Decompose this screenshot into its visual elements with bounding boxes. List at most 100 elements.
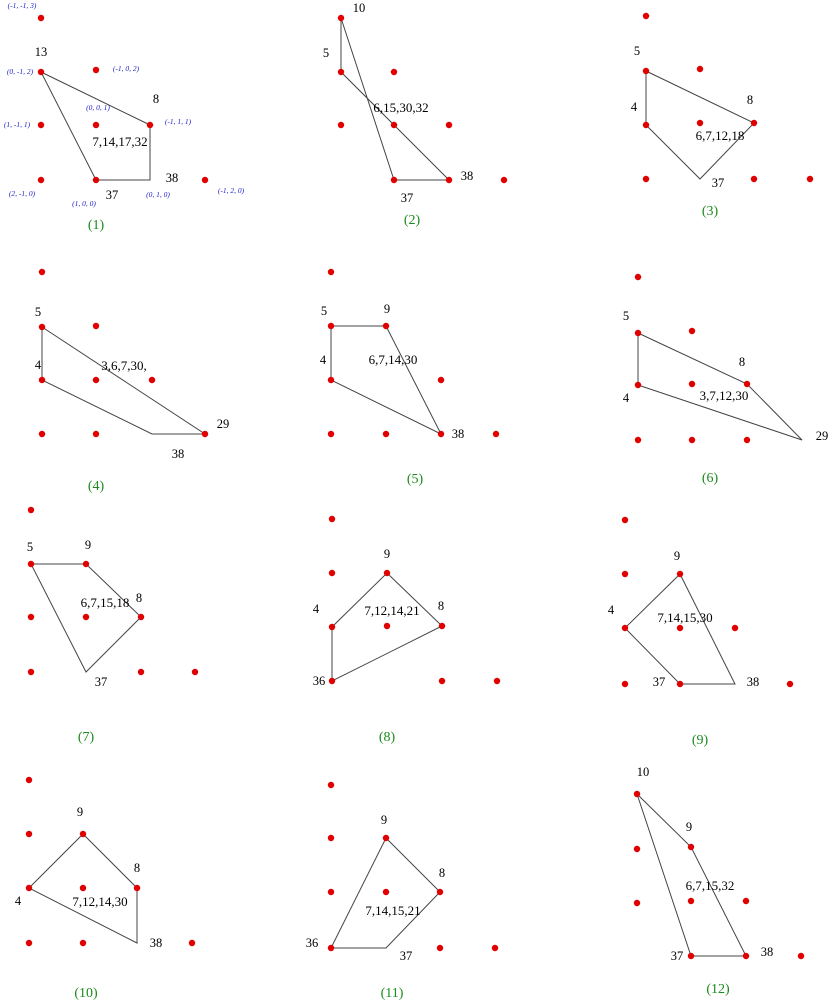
vertex-label: 4	[313, 602, 320, 616]
vertex-label: 8	[439, 866, 445, 880]
lattice-dot	[92, 430, 100, 438]
lattice-dot	[688, 436, 696, 444]
lattice-dot	[27, 506, 35, 514]
lattice-dot	[621, 624, 629, 632]
lattice-dot	[146, 121, 154, 129]
lattice-dot	[436, 944, 444, 952]
lattice-dot	[492, 430, 500, 438]
lattice-dot	[687, 897, 695, 905]
lattice-dot	[642, 67, 650, 75]
vertex-label: 4	[35, 358, 42, 372]
lattice-dot	[491, 944, 499, 952]
lattice-dot	[634, 329, 642, 337]
coordinate-label: (-1, 0, 2)	[113, 64, 140, 73]
lattice-dot	[328, 515, 336, 523]
center-label: 7,14,15,30	[657, 610, 712, 625]
center-label: 6,7,12,18	[696, 128, 745, 143]
vertex-label: 38	[461, 169, 474, 183]
lattice-dot	[382, 430, 390, 438]
lattice-dot	[634, 381, 642, 389]
polygon-outline	[28, 833, 138, 944]
lattice-dot	[696, 119, 704, 127]
vertex-label: 9	[85, 538, 91, 552]
vertex-label: 8	[438, 599, 444, 613]
panel-caption: (6)	[702, 471, 719, 486]
lattice-dot	[337, 14, 345, 22]
lattice-dot	[25, 884, 33, 892]
lattice-dot	[37, 14, 45, 22]
panel-caption: (9)	[692, 733, 709, 748]
lattice-dot	[676, 680, 684, 688]
panel-caption: (3)	[702, 204, 719, 219]
vertex-label: 4	[631, 100, 638, 114]
lattice-dot	[621, 570, 629, 578]
lattice-dot	[445, 176, 453, 184]
lattice-dot	[25, 830, 33, 838]
vertex-label: 4	[320, 353, 327, 367]
lattice-dot	[327, 834, 335, 842]
coordinate-label: (-1, 1, 1)	[165, 117, 192, 126]
vertex-label: 29	[217, 417, 230, 431]
lattice-dot	[38, 268, 46, 276]
lattice-dot	[37, 68, 45, 76]
lattice-dot	[438, 677, 446, 685]
lattice-dot	[500, 176, 508, 184]
lattice-dot	[25, 776, 33, 784]
panel-caption: (4)	[88, 479, 105, 494]
lattice-dot	[27, 613, 35, 621]
lattice-dot	[696, 65, 704, 73]
vertex-label: 4	[608, 603, 615, 617]
lattice-dot	[201, 176, 209, 184]
lattice-dot	[327, 430, 335, 438]
lattice-dot	[493, 677, 501, 685]
center-label: 3,7,12,30	[700, 388, 749, 403]
polygon-outline	[39, 70, 151, 181]
vertex-label: 5	[321, 304, 327, 318]
lattice-dot	[742, 952, 750, 960]
lattice-dot	[27, 560, 35, 568]
lattice-dot	[137, 668, 145, 676]
vertex-label: 37	[106, 188, 119, 202]
panel-caption: (2)	[404, 213, 421, 228]
lattice-dot	[437, 430, 445, 438]
vertex-label: 37	[400, 949, 413, 963]
polygon-outline	[645, 70, 755, 180]
lattice-dot	[92, 322, 100, 330]
lattice-dot	[92, 376, 100, 384]
vertex-label: 4	[623, 391, 630, 405]
lattice-dot	[327, 376, 335, 384]
vertex-label: 8	[134, 861, 140, 875]
vertex-label: 8	[136, 591, 142, 605]
lattice-dot	[731, 624, 739, 632]
lattice-dot	[642, 121, 650, 129]
lattice-dot	[436, 888, 444, 896]
lattice-dot	[337, 121, 345, 129]
lattice-dot	[688, 327, 696, 335]
coordinate-label: (-1, 2, 0)	[218, 186, 245, 195]
lattice-dot	[191, 668, 199, 676]
lattice-dot	[137, 613, 145, 621]
lattice-dot	[676, 624, 684, 632]
polygon-outline	[41, 326, 207, 435]
coordinate-label: (1, 0, 0)	[72, 199, 96, 208]
lattice-dot	[633, 899, 641, 907]
panel-caption: (7)	[78, 730, 95, 745]
panel-caption: (11)	[381, 986, 404, 1000]
vertex-label: 10	[637, 765, 650, 779]
lattice-dot	[25, 939, 33, 947]
polygon-outline	[340, 17, 451, 181]
lattice-dot	[92, 176, 100, 184]
coordinate-label: (0, -1, 2)	[7, 67, 34, 76]
vertex-label: 37	[653, 675, 666, 689]
center-label: 6,7,15,32	[686, 878, 735, 893]
coordinate-label: (1, -1, 1)	[4, 120, 31, 129]
lattice-dot	[383, 622, 391, 630]
lattice-dot	[92, 121, 100, 129]
lattice-dot	[148, 376, 156, 384]
lattice-dot	[642, 12, 650, 20]
lattice-dot	[688, 380, 696, 388]
